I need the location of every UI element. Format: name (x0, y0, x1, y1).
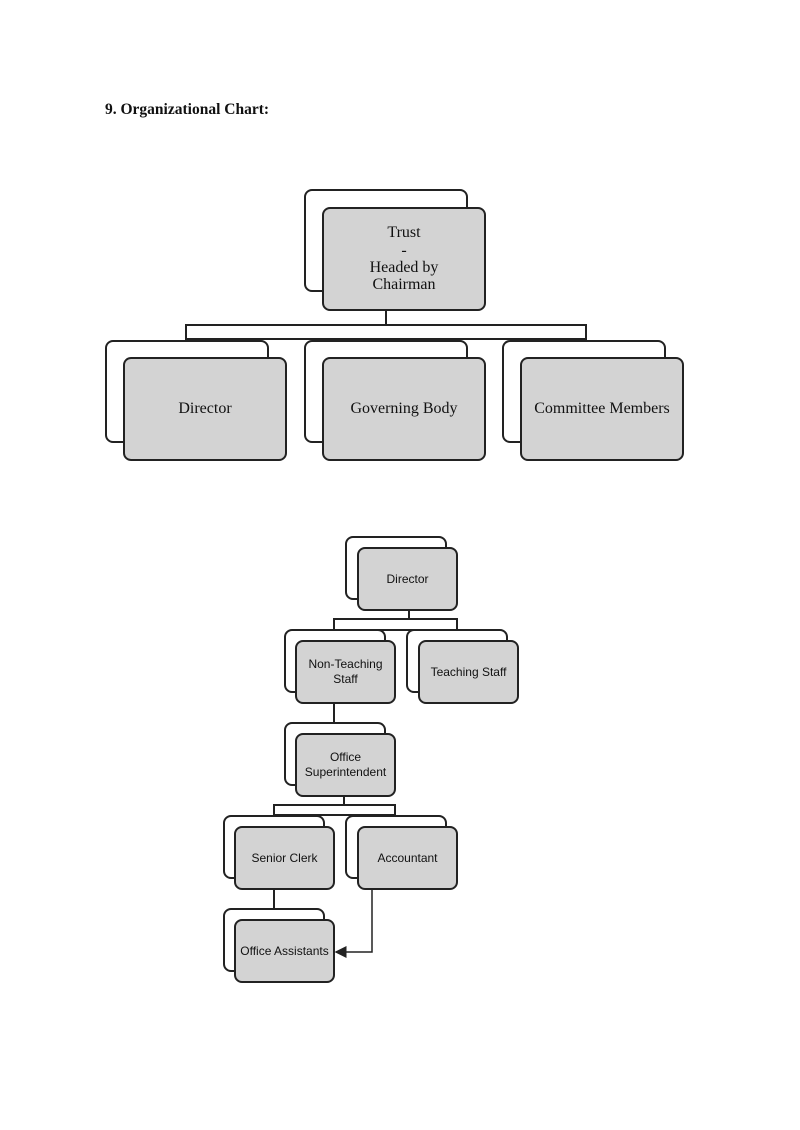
trust-node-title: Trust (387, 224, 421, 242)
connector-superintendent-bar (273, 804, 396, 816)
non-teaching-node: Non-Teaching Staff (295, 640, 396, 704)
teaching-staff-label: Teaching Staff (430, 664, 507, 679)
page-heading: 9. Organizational Chart: (105, 101, 270, 118)
governing-body-label: Governing Body (350, 400, 458, 418)
director-2-node: Director (357, 547, 458, 611)
office-assistants-node: Office Assistants (234, 919, 335, 983)
governing-body-node: Governing Body (322, 357, 486, 461)
director-node-label: Director (178, 400, 232, 418)
committee-members-label: Committee Members (534, 400, 670, 418)
director-2-label: Director (386, 571, 429, 586)
non-teaching-line2: Staff (333, 672, 358, 686)
accountant-node: Accountant (357, 826, 458, 890)
connector-director-bar (333, 618, 458, 631)
senior-clerk-label: Senior Clerk (251, 850, 318, 865)
connector-trust-bar (185, 324, 587, 340)
senior-clerk-node: Senior Clerk (234, 826, 335, 890)
trust-node: Trust - Headed by Chairman (322, 207, 486, 311)
non-teaching-line1: Non-Teaching (308, 657, 383, 671)
office-superintendent-line2: Superintendent (304, 765, 387, 779)
director-node: Director (123, 357, 287, 461)
office-superintendent-line1: Office (329, 750, 362, 764)
trust-node-headed-by: Headed by (369, 259, 439, 276)
trust-node-chairman: Chairman (372, 276, 436, 294)
teaching-staff-node: Teaching Staff (418, 640, 519, 704)
committee-members-node: Committee Members (520, 357, 684, 461)
accountant-label: Accountant (377, 850, 438, 865)
office-superintendent-node: Office Superintendent (295, 733, 396, 797)
trust-node-dash: - (401, 241, 407, 259)
connector-accountant-arrow (334, 889, 373, 958)
office-assistants-label: Office Assistants (240, 943, 329, 958)
